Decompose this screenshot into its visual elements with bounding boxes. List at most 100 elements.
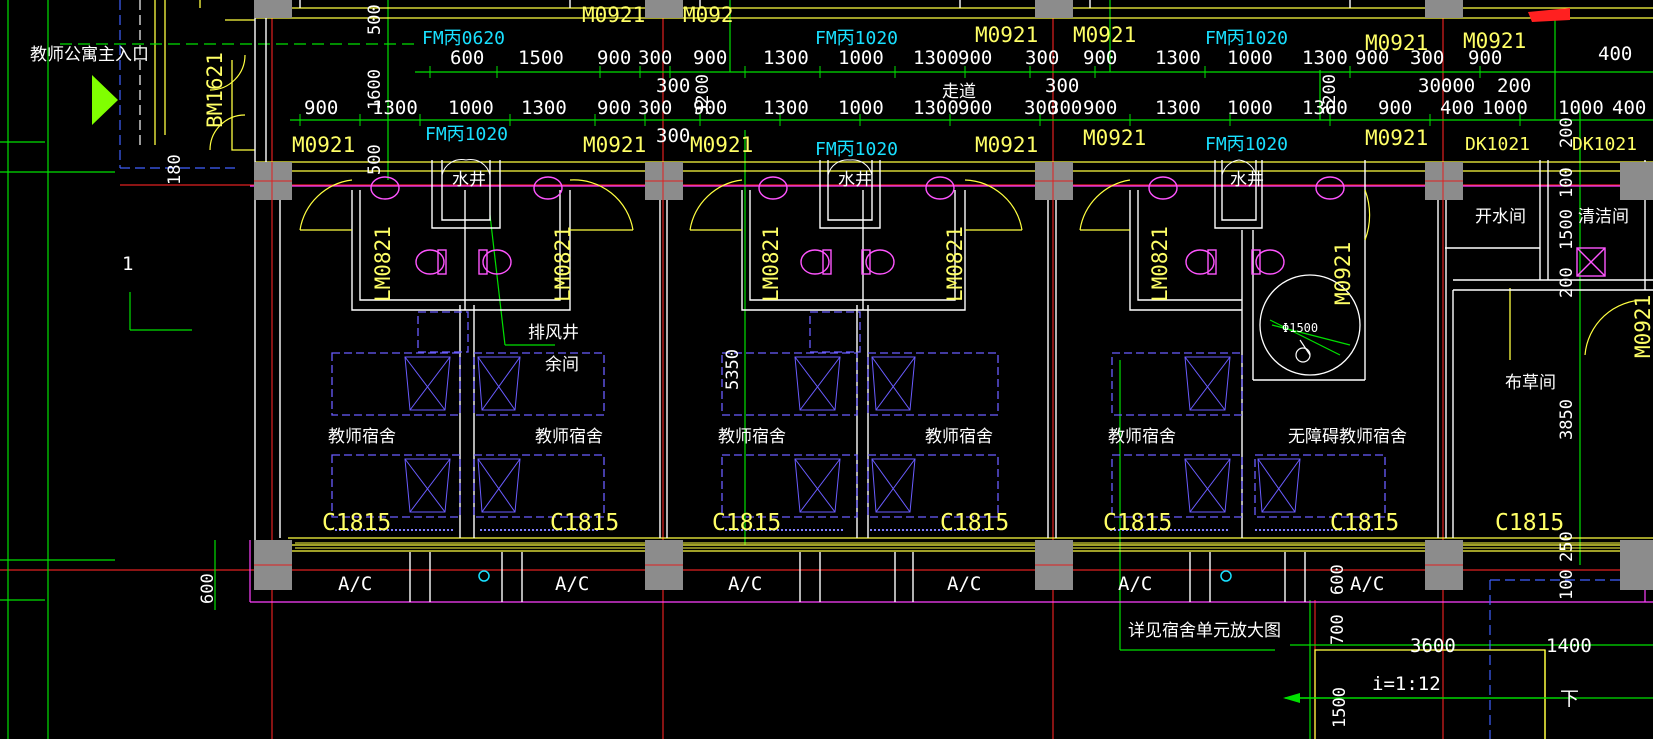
door-label: M0921 bbox=[975, 23, 1038, 47]
window-label: C1815 bbox=[1495, 510, 1564, 536]
dim-text: 900 bbox=[693, 47, 727, 69]
room-label-spare: 余间 bbox=[545, 355, 579, 375]
ac-label: A/C bbox=[947, 573, 981, 595]
door-label: M0921 bbox=[1083, 126, 1146, 150]
dim-text: 300 bbox=[1410, 47, 1444, 69]
dim-text: 250 bbox=[1557, 531, 1577, 562]
dim-text: 3200 bbox=[693, 74, 713, 115]
dim-text: 1300 bbox=[1155, 47, 1201, 69]
dim-text: 5350 bbox=[723, 349, 743, 390]
fm-door-label: FM丙1020 bbox=[425, 124, 508, 145]
dk-door-label: DK1021 bbox=[1465, 134, 1530, 155]
lm-door-label: LM0821 bbox=[1148, 226, 1172, 302]
window-label: C1815 bbox=[322, 510, 391, 536]
lm-door-label: LM0821 bbox=[371, 226, 395, 302]
corridor-label: 走道 bbox=[942, 82, 976, 102]
dk-door-label: DK1021 bbox=[1572, 134, 1637, 155]
window-label: C1815 bbox=[550, 510, 619, 536]
window-strips bbox=[295, 542, 1650, 549]
door-label: M0921 bbox=[1463, 29, 1526, 53]
dim-text: 500 bbox=[365, 144, 385, 175]
magenta-lines bbox=[249, 185, 1653, 603]
dim-text: 300 bbox=[656, 75, 690, 97]
dim-text: 1500 bbox=[1330, 687, 1350, 728]
dim-text: 400 bbox=[1598, 43, 1632, 65]
door-label: M0921 bbox=[975, 133, 1038, 157]
circle-diameter-label: Φ1500 bbox=[1282, 321, 1318, 335]
dim-text: 300 bbox=[1025, 47, 1059, 69]
dim-text: 1000 bbox=[1482, 97, 1528, 119]
fm-door-label: FM丙1020 bbox=[1205, 134, 1288, 155]
lm-door-label: LM0821 bbox=[759, 226, 783, 302]
drain-icon bbox=[478, 570, 490, 582]
dim-text: 30000 bbox=[1418, 75, 1475, 97]
dims-top-row: 600 1500 900 300 900 1300 1000 1300 900 … bbox=[450, 43, 1632, 69]
room-label-dorm: 教师宿舍 bbox=[535, 427, 603, 447]
fm-door-label: FM丙1020 bbox=[1205, 28, 1288, 49]
stair-down-label: 下 bbox=[1560, 688, 1579, 710]
dimension-ticks bbox=[299, 66, 1521, 126]
room-label-water-well: 水井 bbox=[838, 170, 872, 190]
room-label-exhaust-shaft: 排风井 bbox=[528, 323, 579, 343]
window-label: C1815 bbox=[940, 510, 1009, 536]
ac-label: A/C bbox=[1350, 573, 1384, 595]
dim-text: 900 bbox=[304, 97, 338, 119]
door-label: M0921 bbox=[1365, 126, 1428, 150]
dim-text: 400 bbox=[1612, 97, 1646, 119]
door-label: M0921 bbox=[1331, 242, 1355, 305]
dim-text: 1000 bbox=[838, 97, 884, 119]
dim-text: 300 bbox=[638, 97, 672, 119]
dim-text: 1000 bbox=[448, 97, 494, 119]
dim-text: 1300 bbox=[913, 47, 959, 69]
dim-text: 1300 bbox=[1155, 97, 1201, 119]
detail-note: 详见宿舍单元放大图 bbox=[1128, 621, 1281, 641]
fm-door-label: FM丙0620 bbox=[422, 28, 505, 49]
door-swings bbox=[209, 54, 1646, 356]
room-label-linen: 布草间 bbox=[1505, 373, 1556, 393]
fm-door-swings bbox=[441, 159, 1257, 176]
stair-arrow-icon bbox=[1283, 693, 1300, 703]
ac-label: A/C bbox=[338, 573, 372, 595]
dims-mid-row: 900 1300 1000 1300 900 300 900 1300 1000… bbox=[304, 97, 1646, 119]
dim-text: 1400 bbox=[1546, 635, 1592, 657]
fm-door-label: FM丙1020 bbox=[815, 28, 898, 49]
dim-text: 900 bbox=[1355, 47, 1389, 69]
room-label-cleaning: 清洁间 bbox=[1578, 207, 1629, 227]
ac-label: A/C bbox=[728, 573, 762, 595]
turning-circle bbox=[1259, 274, 1361, 376]
room-label-dorm: 教师宿舍 bbox=[718, 427, 786, 447]
room-label-water-well: 水井 bbox=[1230, 170, 1264, 190]
dim-text: 100 bbox=[1557, 569, 1577, 600]
room-label-dorm: 教师宿舍 bbox=[328, 427, 396, 447]
dim-text: 600 bbox=[198, 573, 218, 604]
entrance-label: 教师公寓主入口 bbox=[30, 45, 149, 65]
yellow-edges bbox=[154, 0, 1653, 552]
dim-text: 900 bbox=[1378, 97, 1412, 119]
door-label: M0921 bbox=[690, 133, 753, 157]
dim-text: 900 bbox=[958, 97, 992, 119]
door-label: M092 bbox=[683, 3, 734, 27]
dim-text: 1000 bbox=[1227, 97, 1273, 119]
dim-text: 1000 bbox=[1558, 97, 1604, 119]
dim-text: 300 bbox=[1024, 97, 1058, 119]
dim-text: 200 bbox=[1497, 75, 1531, 97]
dim-text: 200 bbox=[1557, 117, 1577, 148]
slope-label: i=1:12 bbox=[1372, 673, 1441, 695]
window-label: C1815 bbox=[1103, 510, 1172, 536]
dim-text: 1300 bbox=[1302, 47, 1348, 69]
door-label: M0921 bbox=[1073, 23, 1136, 47]
dim-text: 3200 bbox=[1320, 74, 1340, 115]
dim-text: 300 bbox=[638, 47, 672, 69]
red-marker-icon bbox=[1528, 8, 1570, 22]
room-label-boiling: 开水间 bbox=[1475, 207, 1526, 227]
dim-text: 900 bbox=[958, 47, 992, 69]
dim-text: 100 bbox=[1557, 167, 1577, 198]
column-crosshairs bbox=[254, 162, 1463, 566]
dim-text: 1300 bbox=[521, 97, 567, 119]
dim-text: 1300 bbox=[763, 47, 809, 69]
bed-furniture bbox=[331, 311, 1386, 518]
pillow-icon bbox=[404, 356, 1301, 513]
dim-text: 900 bbox=[693, 97, 727, 119]
toilet-icon bbox=[370, 176, 1606, 277]
